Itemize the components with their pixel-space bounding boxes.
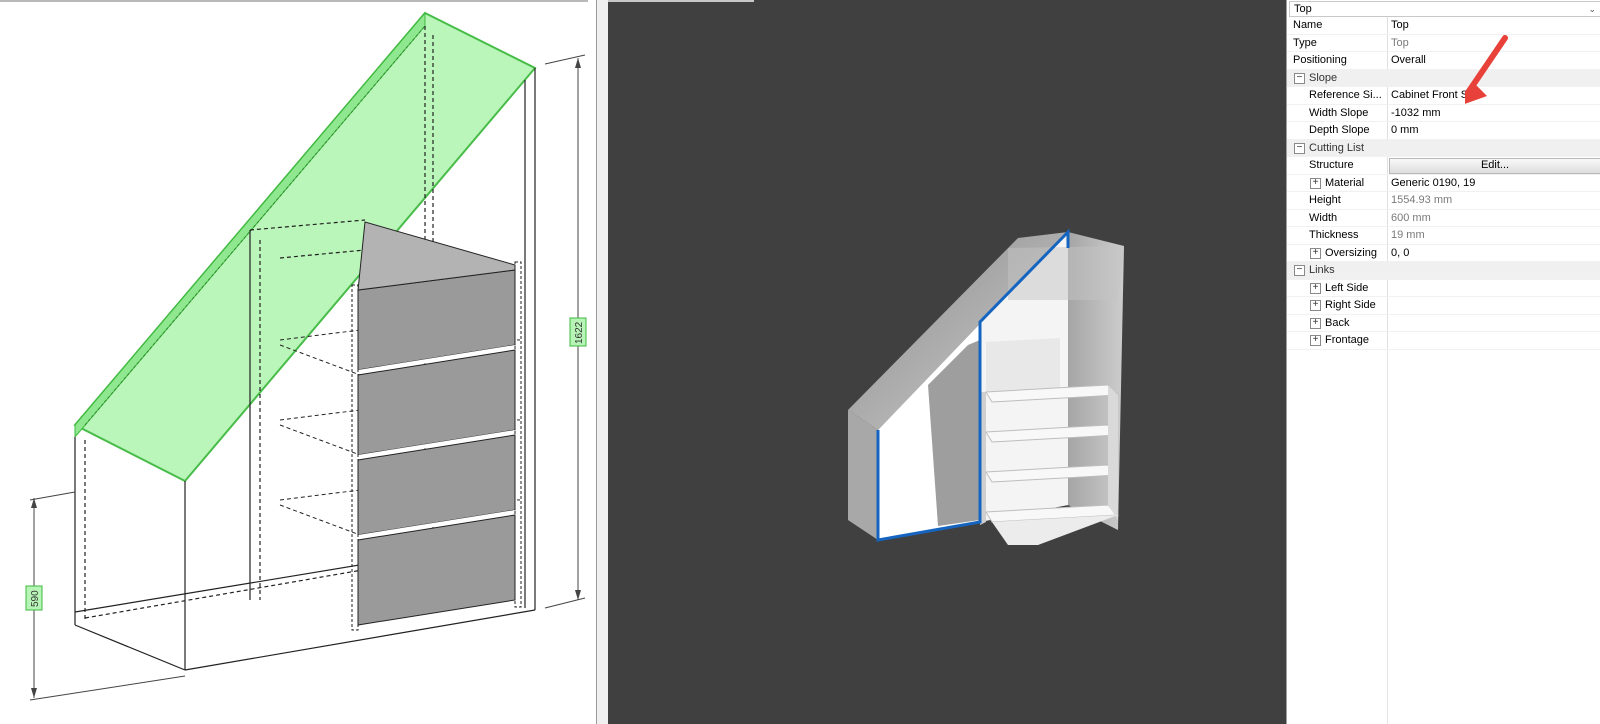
property-name: Oversizing [1325,246,1377,259]
collapse-icon[interactable]: − [1294,72,1305,84]
wireframe-view[interactable]: 1622 590 [0,0,597,724]
red-arrow-icon [1465,35,1508,104]
row-column-separator [1387,332,1388,349]
property-name: Name [1293,19,1323,31]
row-column-separator [1387,192,1388,209]
property-row[interactable]: + Left Side [1287,279,1600,297]
row-column-separator [1387,297,1388,314]
low-height-dimension: 590 [25,491,186,701]
property-value[interactable]: 0 mm [1391,124,1419,136]
property-value[interactable]: -1032 mm [1391,106,1441,119]
property-value[interactable]: Overall [1391,54,1426,66]
row-column-separator [1387,104,1388,121]
expand-icon[interactable]: + [1310,282,1321,294]
property-name: Thickness [1309,229,1359,241]
row-column-separator [1387,34,1388,51]
property-value[interactable]: Generic 0190, 19 [1391,176,1476,189]
property-row[interactable]: Height 1554.93 mm [1287,192,1600,210]
property-value: 1554.93 mm [1391,194,1453,206]
render-3d-scene[interactable] [608,0,1286,724]
row-column-separator [1387,17,1388,34]
property-row[interactable]: −Cutting List [1287,139,1600,157]
property-row[interactable]: Type Top [1287,34,1600,52]
row-column-separator [1387,174,1388,191]
expand-icon[interactable]: + [1310,317,1321,329]
property-row[interactable]: + Back [1287,314,1600,332]
height-dimension: 1622 [544,54,587,609]
property-value[interactable]: Cabinet Front Sic [1391,89,1476,101]
row-column-separator [1387,122,1388,139]
property-row[interactable]: Thickness 19 mm [1287,227,1600,245]
expand-icon[interactable]: + [1310,177,1321,189]
property-row[interactable]: Name Top [1287,17,1600,35]
expand-icon[interactable]: + [1310,300,1321,311]
property-name: Left Side [1325,281,1369,294]
property-name: Slope [1309,71,1338,84]
row-column-separator [1387,209,1388,226]
property-value[interactable]: Top [1391,19,1409,31]
row-column-separator [1387,87,1388,104]
right-bay-panels[interactable] [351,221,522,631]
cabinet-3d-model[interactable] [848,228,1124,545]
property-row[interactable]: Reference Si... Cabinet Front Sic [1287,87,1600,105]
edit-structure-button[interactable]: Edit... [1389,158,1600,174]
property-value: 19 mm [1391,229,1425,241]
selected-edge-outline [876,228,1070,542]
property-name: Depth Slope [1309,124,1370,136]
render-3d-view[interactable] [608,0,1286,724]
row-column-separator [1387,279,1388,296]
row-column-separator [1387,52,1388,69]
property-name: Type [1293,36,1317,49]
expand-icon[interactable]: + [1310,335,1321,346]
low-height-dimension-label: 590 [30,590,41,607]
wireframe-drawing[interactable]: 1622 590 [0,0,597,724]
property-name: Right Side [1325,299,1376,311]
wireframe-view-border [596,0,597,724]
property-value[interactable]: 0, 0 [1391,246,1410,259]
property-name: Height [1309,194,1341,206]
row-column-separator [1387,244,1388,261]
property-value: Top [1391,36,1409,49]
property-row[interactable]: + Right Side [1287,297,1600,315]
property-name: Width Slope [1309,106,1369,119]
collapse-icon[interactable]: − [1294,265,1305,276]
property-value: 600 mm [1391,211,1431,224]
property-row[interactable]: + Frontage [1287,332,1600,350]
property-name: Back [1325,316,1350,329]
property-name: Positioning [1293,54,1347,66]
property-name: Width [1309,211,1338,224]
property-row[interactable]: Width Slope -1032 mm [1287,104,1600,122]
wireframe-view-top-border [0,0,588,2]
property-name: Links [1309,264,1335,276]
height-dimension-label: 1622 [574,321,585,344]
property-row[interactable]: −Slope [1287,69,1600,87]
object-selector-dropdown[interactable]: Top ⌄ [1289,1,1600,17]
expand-icon[interactable]: + [1310,247,1321,259]
render-view-tab[interactable] [608,0,754,2]
property-name: Structure [1309,159,1354,171]
property-column-divider[interactable] [1387,17,1388,724]
chevron-down-icon[interactable]: ⌄ [1588,4,1596,14]
property-row[interactable]: −Links [1287,262,1600,280]
row-column-separator [1387,227,1388,244]
property-name: Reference Si... [1309,89,1382,101]
row-column-separator [1387,314,1388,331]
object-selector-value: Top [1294,3,1312,15]
collapse-icon[interactable]: − [1294,142,1305,154]
property-row[interactable]: + Oversizing 0, 0 [1287,244,1600,262]
row-column-separator [1387,157,1388,174]
property-row[interactable]: + Material Generic 0190, 19 [1287,174,1600,192]
property-name: Frontage [1325,334,1370,346]
property-row[interactable]: Depth Slope 0 mm [1287,122,1600,140]
property-name: Material [1325,176,1365,189]
property-name: Cutting List [1309,141,1365,154]
property-row[interactable]: Structure Edit... [1287,157,1600,175]
property-row[interactable]: Positioning Overall [1287,52,1600,70]
property-row[interactable]: Width 600 mm [1287,209,1600,227]
view-splitter[interactable] [597,0,608,724]
